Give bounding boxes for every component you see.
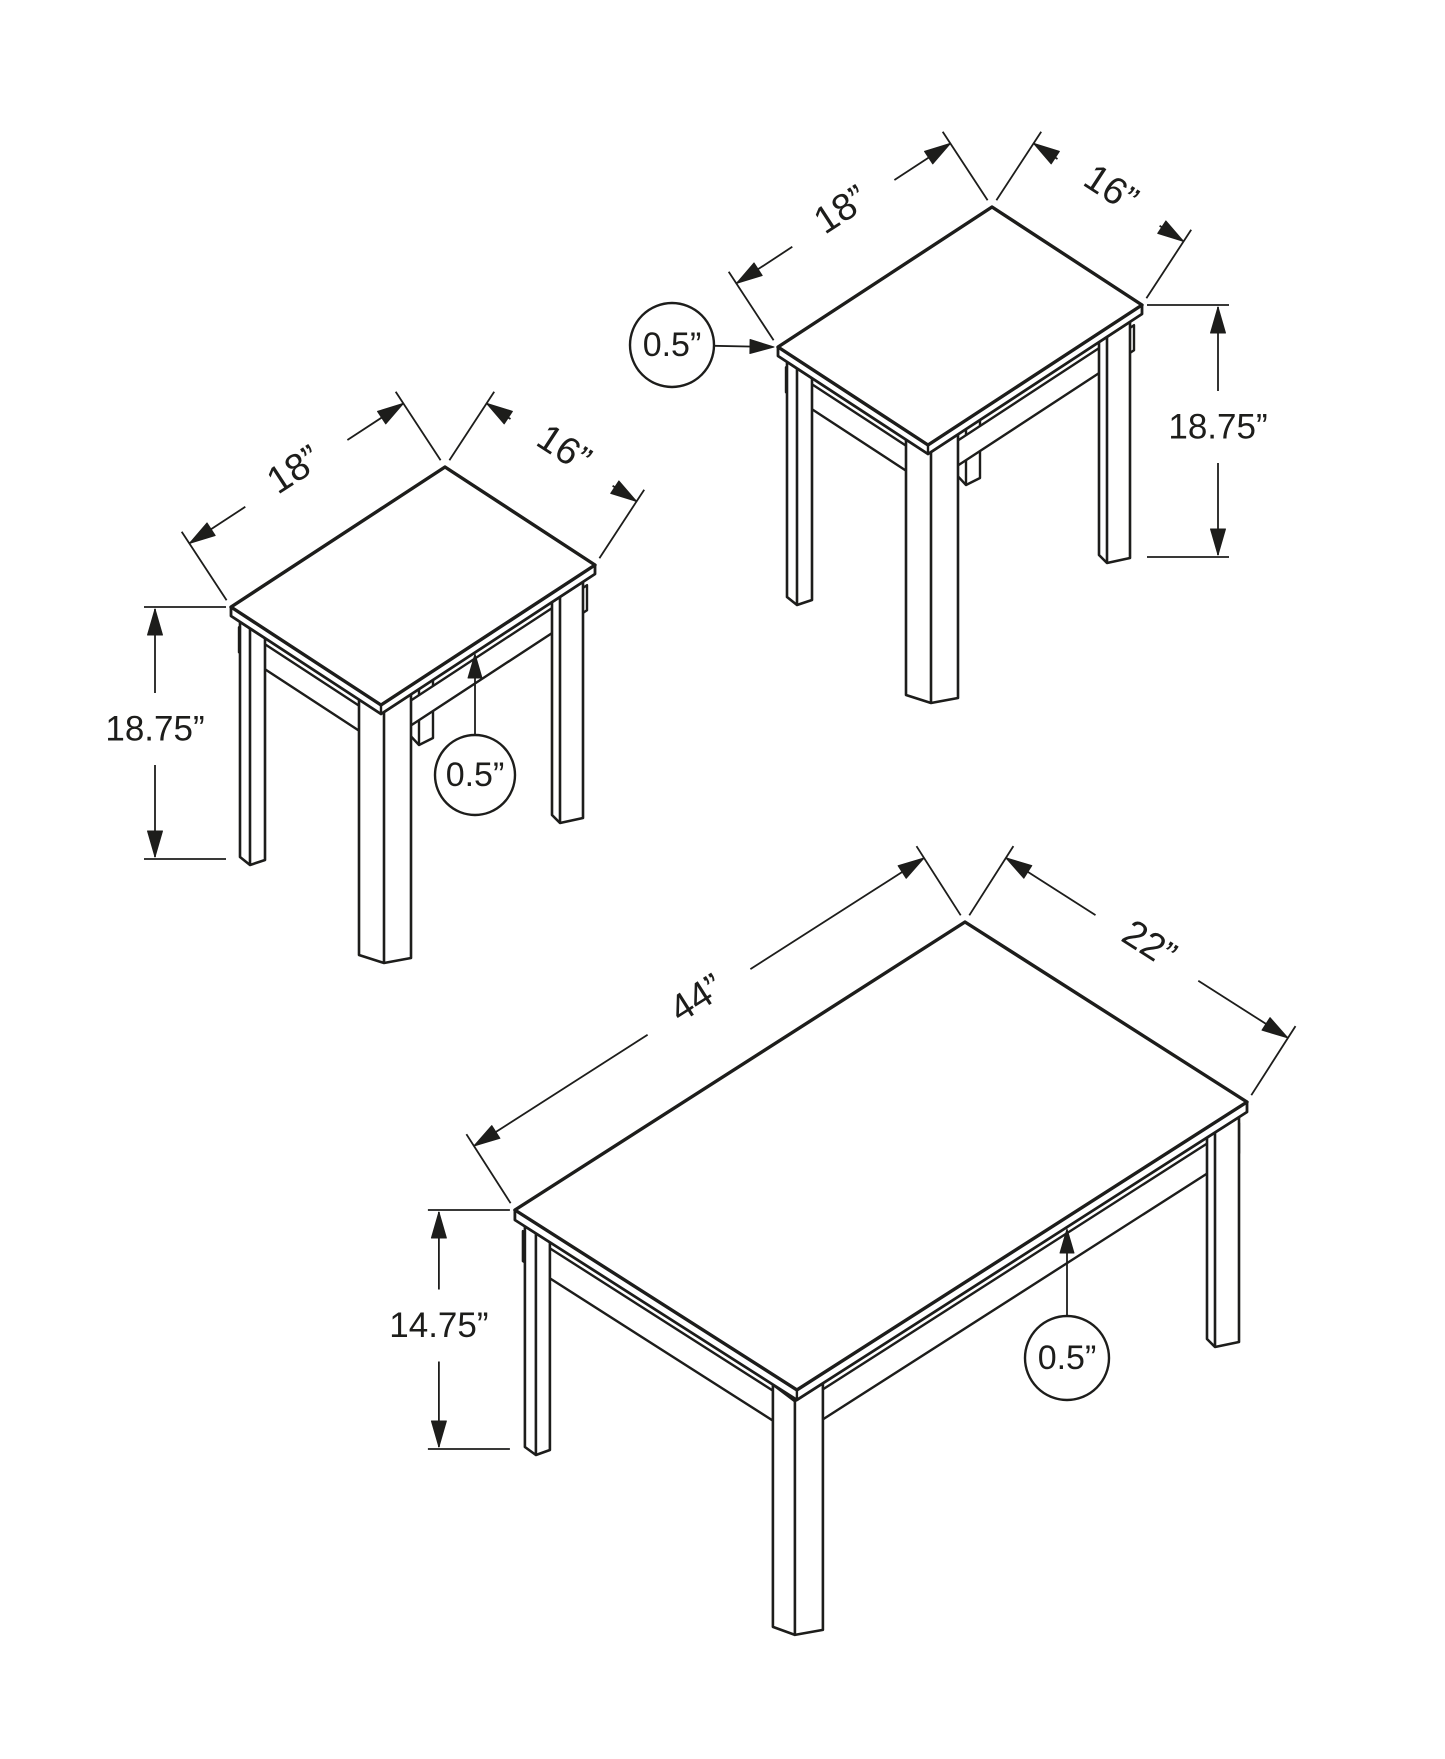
dimension-line <box>473 1034 649 1147</box>
top-width-label: 16” <box>1076 156 1145 221</box>
end-table-left <box>229 465 597 965</box>
extension-line <box>465 1133 512 1204</box>
coffee-table-dimensions: 44” 22” 14.75” 0.5” <box>389 845 1297 1450</box>
callout-circle <box>628 301 716 389</box>
arrowhead <box>147 608 163 636</box>
leg-left <box>238 620 267 867</box>
extension-line <box>394 391 442 461</box>
extension-line <box>1145 229 1192 299</box>
arrowhead <box>486 402 513 425</box>
arrowhead <box>897 857 925 879</box>
extension-line <box>727 271 775 341</box>
height-label: 14.75” <box>389 1306 488 1345</box>
arrowhead <box>430 1211 447 1239</box>
extension-line <box>180 531 228 601</box>
thickness-label: 0.5” <box>1038 1339 1097 1377</box>
extension-line <box>941 131 989 201</box>
top-width-label: 16” <box>529 416 598 481</box>
dimension-line <box>749 857 925 970</box>
arrowhead <box>1005 857 1033 879</box>
extension-line <box>915 845 962 916</box>
extension-line <box>995 131 1042 201</box>
leg-front <box>771 1382 825 1637</box>
arrowhead <box>610 480 638 502</box>
leader-line <box>713 344 755 348</box>
arrowhead <box>1210 528 1226 556</box>
leg-right <box>550 580 585 825</box>
coffee-table <box>513 920 1249 1637</box>
arrowhead <box>1033 142 1060 165</box>
arrowhead <box>1210 306 1226 334</box>
arrowhead <box>735 262 763 284</box>
top-length-label: 44” <box>662 966 731 1031</box>
thickness-label: 0.5” <box>446 756 505 794</box>
leg-right <box>1205 1115 1241 1349</box>
extension-line <box>448 391 495 461</box>
arrowhead <box>749 339 775 354</box>
leg-left <box>523 1225 552 1457</box>
arrowhead <box>1157 220 1185 242</box>
height-label: 18.75” <box>105 710 204 749</box>
leg-right <box>1097 320 1132 565</box>
arrowhead <box>1261 1017 1289 1039</box>
top-width-label: 22” <box>1115 912 1184 977</box>
top-length-label: 18” <box>260 437 329 502</box>
arrowhead <box>467 653 483 679</box>
extension-line <box>968 845 1015 916</box>
thickness-label: 0.5” <box>643 326 702 364</box>
arrowhead <box>430 1420 447 1448</box>
top-length-label: 18” <box>807 177 876 242</box>
arrowhead <box>924 142 951 165</box>
height-label: 18.75” <box>1168 408 1267 447</box>
arrowhead <box>147 830 163 858</box>
extension-line <box>1250 1025 1297 1096</box>
arrowhead <box>377 402 404 425</box>
arrowhead <box>188 522 216 544</box>
arrowhead <box>473 1125 501 1147</box>
arrowhead <box>1059 1228 1075 1254</box>
leg-left <box>785 360 814 607</box>
end-table-right <box>776 205 1144 705</box>
extension-line <box>598 489 645 559</box>
table-top <box>513 920 1249 1392</box>
table-top <box>229 465 597 707</box>
table-top <box>776 205 1144 447</box>
